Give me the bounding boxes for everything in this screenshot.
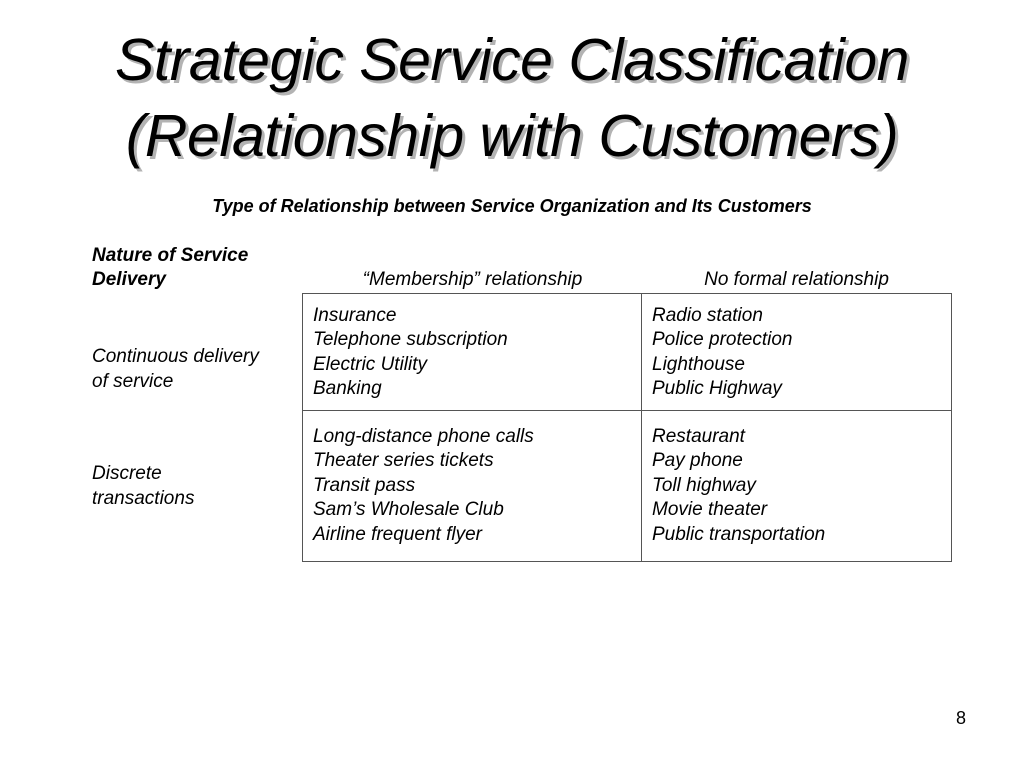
table-cell-discrete-membership: Long-distance phone calls Theater series… (303, 411, 642, 561)
cell-item: Banking (313, 378, 382, 400)
cell-item: Sam’s Wholesale Club (313, 499, 504, 521)
cell-item: Radio station (652, 305, 763, 326)
cell-item: Airline frequent flyer (313, 523, 482, 545)
cell-item: Telephone subscription (313, 329, 508, 351)
row-axis-header: Nature of Service Delivery (92, 244, 248, 292)
cell-item: Police protection (652, 329, 793, 351)
slide-title-line-1: Strategic Service Classification (115, 27, 909, 93)
table-cell-continuous-membership: Insurance Telephone subscription Electri… (303, 294, 642, 411)
row-label-line: Discrete (92, 463, 162, 484)
row-axis-header-line-1: Nature of Service (92, 245, 249, 266)
table-cell-continuous-no-formal: Radio station Police protection Lighthou… (642, 294, 951, 411)
row-axis-header-line-2: Delivery (92, 269, 166, 290)
cell-item: Insurance (313, 305, 397, 326)
column-header-membership: “Membership” relationship (362, 269, 583, 290)
row-label-continuous: Continuous delivery of service (92, 345, 259, 394)
cell-item: Restaurant (652, 426, 745, 447)
page-number: 8 (955, 708, 966, 728)
table-caption: Type of Relationship between Service Org… (212, 196, 812, 216)
row-label-line: Continuous delivery (92, 346, 259, 367)
cell-item: Public transportation (652, 523, 826, 545)
cell-item: Movie theater (652, 499, 768, 521)
slide-title-line-2: (Relationship with Customers) (125, 103, 899, 169)
row-label-discrete: Discrete transactions (92, 462, 194, 511)
cell-item: Toll highway (652, 474, 756, 496)
cell-item: Pay phone (652, 450, 743, 472)
table-cell-discrete-no-formal: Restaurant Pay phone Toll highway Movie … (642, 411, 951, 561)
cell-item: Theater series tickets (313, 450, 494, 472)
row-label-line: transactions (92, 487, 195, 509)
cell-item: Lighthouse (652, 353, 745, 375)
cell-item: Public Highway (652, 378, 782, 400)
classification-table: Insurance Telephone subscription Electri… (302, 293, 952, 562)
cell-item: Electric Utility (313, 353, 428, 375)
column-header-no-formal: No formal relationship (704, 269, 889, 290)
cell-item: Transit pass (313, 474, 416, 496)
row-label-line: of service (92, 370, 174, 392)
slide-title: Strategic Service Classification (Relati… (0, 22, 1024, 174)
cell-item: Long-distance phone calls (313, 426, 534, 447)
